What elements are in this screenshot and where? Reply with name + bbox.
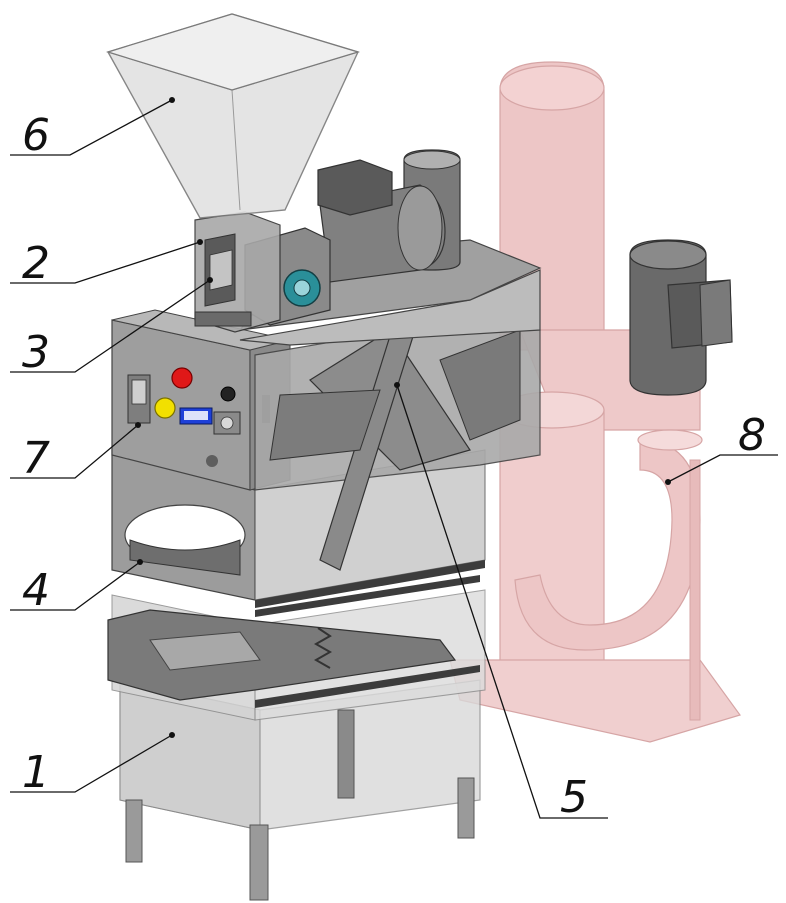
callout-1: 1 [22,747,50,798]
sieve-frame [107,575,486,721]
leader-dots [135,97,671,738]
callout-8: 8 [738,410,766,461]
inclined-chute [254,309,541,571]
stop-button-red [171,367,193,389]
callout-2: 2 [22,238,50,289]
rotary-knob [220,386,236,402]
leader-lines [10,99,778,819]
callout-7: 7 [22,433,50,484]
callout-4: 4 [22,565,50,616]
callout-3: 3 [22,327,50,378]
separator-chamber [111,449,486,608]
hopper [105,13,361,219]
feeder-block [194,211,281,333]
cyclone-fan-motor [629,239,733,396]
base-enclosure [119,679,481,901]
start-button-yellow [154,397,176,419]
callout-5: 5 [560,772,588,823]
callout-6: 6 [22,110,50,161]
drive-motor [244,149,461,326]
